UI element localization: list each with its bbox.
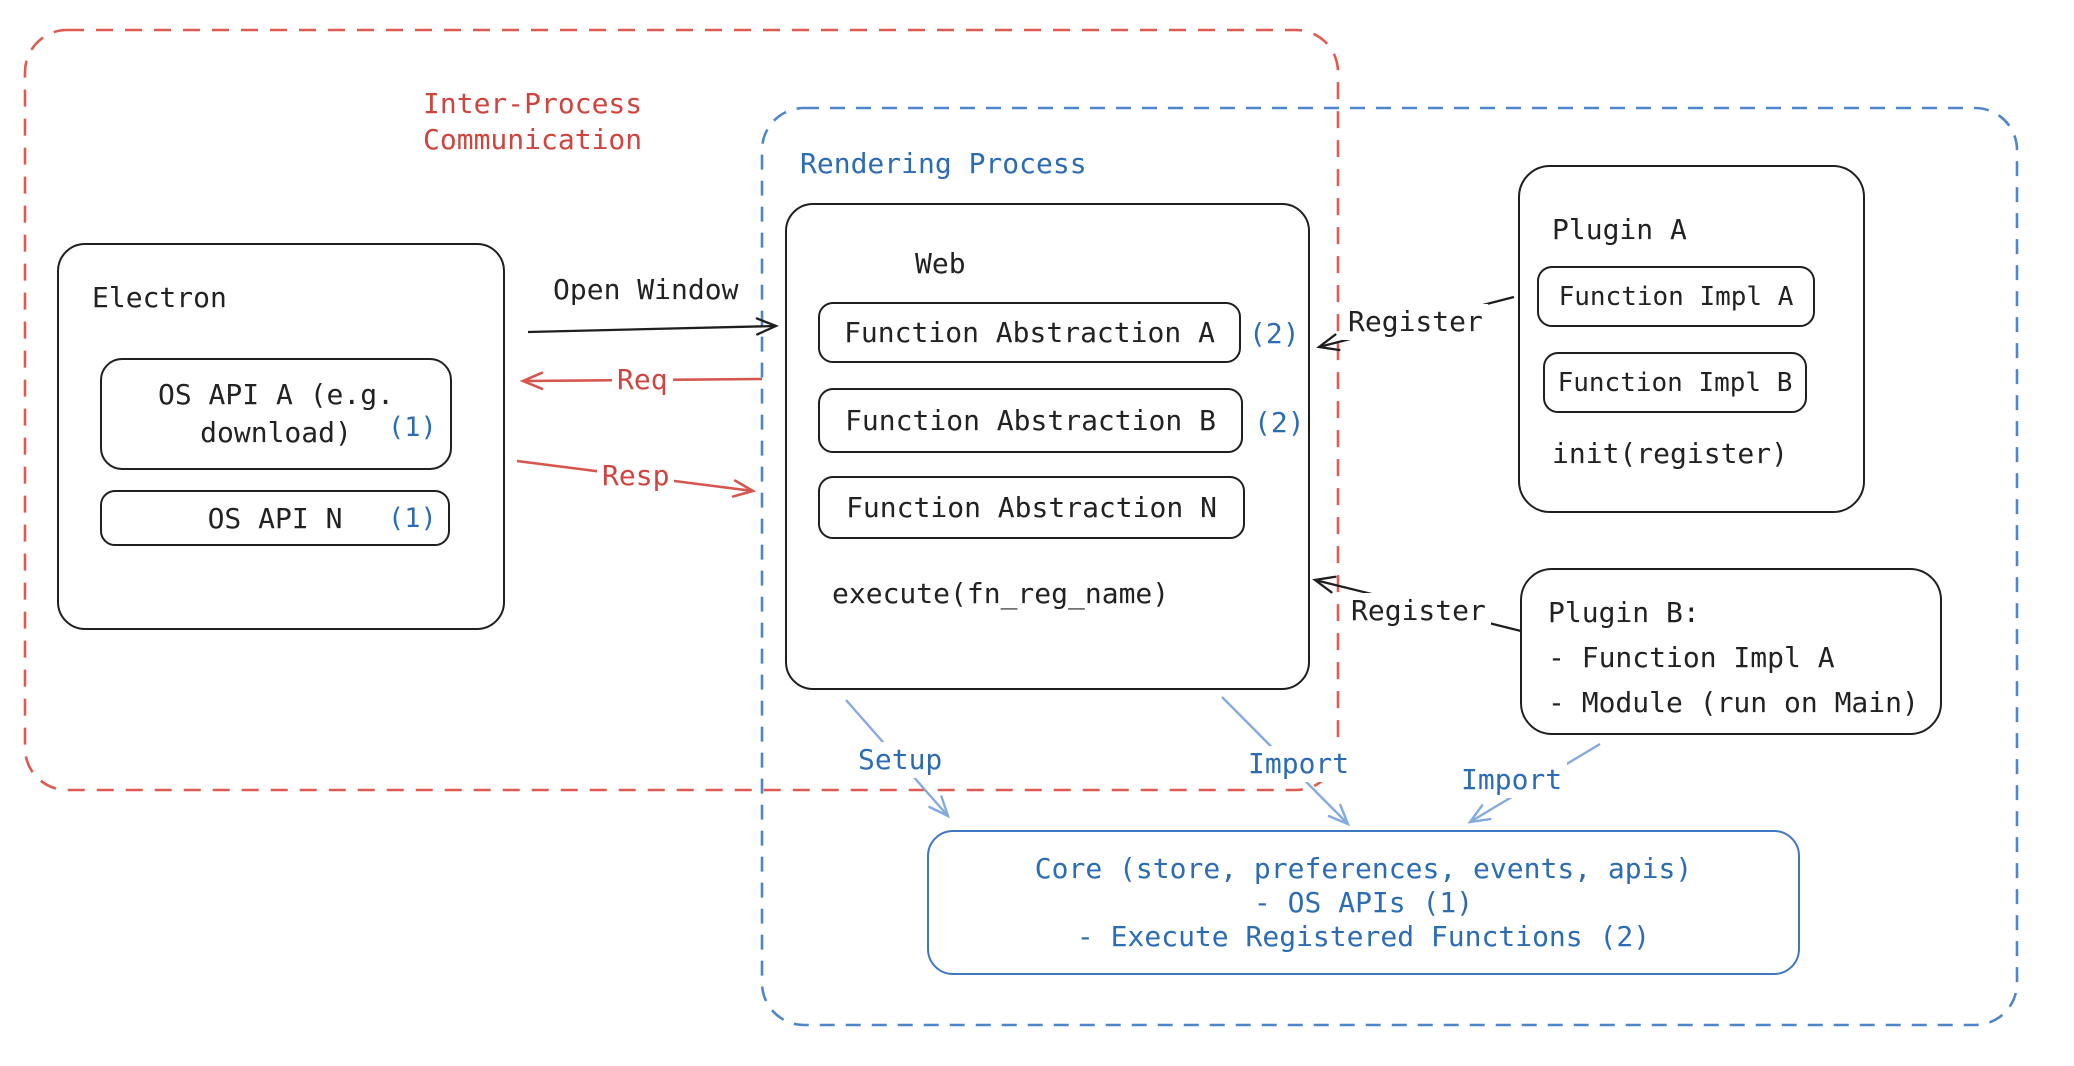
ipc-label-line1: Inter-Process (423, 87, 643, 120)
os-api-n-badge: (1) (388, 503, 437, 534)
function-abstraction-a-box: Function Abstraction A (818, 302, 1241, 363)
os-api-a-line1: OS API A (e.g. (157, 378, 394, 411)
function-impl-a-box: Function Impl A (1537, 266, 1815, 327)
electron-title: Electron (92, 281, 227, 314)
core-line1: Core (store, preferences, events, apis) (1034, 851, 1693, 885)
function-abstraction-b-badge: (2) (1254, 406, 1305, 439)
os-api-n-box: OS API N (100, 490, 450, 546)
function-abstraction-a-label: Function Abstraction A (844, 316, 1215, 349)
req-label: Req (612, 362, 673, 398)
plugin-a-title: Plugin A (1552, 213, 1687, 246)
plugin-b-line1: Plugin B: (1548, 596, 1700, 629)
open-window-label: Open Window (553, 273, 739, 306)
register-a-label: Register (1343, 304, 1488, 340)
function-abstraction-b-box: Function Abstraction B (818, 388, 1243, 453)
os-api-a-badge: (1) (388, 412, 437, 443)
resp-label: Resp (597, 458, 675, 494)
function-abstraction-a-badge: (2) (1249, 317, 1300, 350)
function-impl-a-label: Function Impl A (1558, 281, 1794, 312)
open-window-arrow (527, 317, 779, 336)
execute-label: execute(fn_reg_name) (832, 577, 1170, 610)
function-impl-b-box: Function Impl B (1543, 352, 1807, 413)
plugin-b-box (1520, 568, 1942, 735)
function-impl-b-label: Function Impl B (1557, 367, 1793, 398)
core-line2: - OS APIs (1) (1253, 885, 1474, 919)
plugin-b-line2: - Function Impl A (1548, 641, 1835, 674)
plugin-b-line3: - Module (run on Main) (1548, 686, 1919, 719)
os-api-n-label: OS API N (207, 501, 343, 535)
init-register-label: init(register) (1552, 437, 1789, 470)
function-abstraction-n-box: Function Abstraction N (818, 476, 1245, 539)
function-abstraction-n-label: Function Abstraction N (846, 491, 1217, 524)
os-api-a-line2: download) (200, 416, 352, 449)
plugin-a-box (1518, 165, 1865, 513)
web-title: Web (915, 247, 966, 280)
import-plugin-label: Import (1456, 762, 1568, 798)
register-b-label: Register (1346, 593, 1491, 629)
core-box: Core (store, preferences, events, apis) … (927, 830, 1800, 975)
electron-box (57, 243, 505, 630)
rendering-region-label: Rendering Process (800, 147, 1087, 180)
import-web-label: Import (1243, 746, 1355, 782)
setup-label: Setup (853, 742, 948, 778)
function-abstraction-b-label: Function Abstraction B (845, 404, 1216, 437)
os-api-a-box: OS API A (e.g. download) (100, 358, 452, 470)
ipc-label-line2: Communication (423, 123, 643, 156)
core-line3: - Execute Registered Functions (2) (1076, 919, 1651, 953)
plugin-b-text: Plugin B: - Function Impl A - Module (run … (1548, 590, 1919, 725)
web-box (785, 203, 1310, 690)
